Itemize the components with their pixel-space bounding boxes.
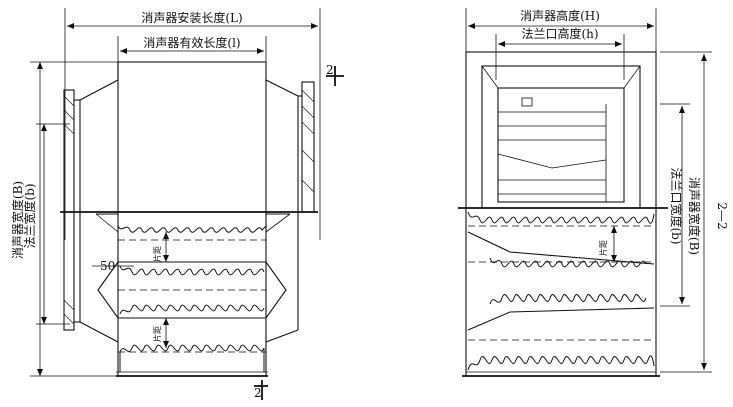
left-flange — [63, 89, 75, 331]
dimension-label-flange-width: 法兰宽度(b) — [22, 183, 37, 248]
casing-outline — [465, 51, 657, 377]
flange-hatch — [301, 179, 315, 193]
baffle-taper — [95, 213, 119, 233]
baffle-top — [96, 213, 290, 233]
silencer-body-top — [117, 61, 267, 213]
dimension-label-flange-height: 法兰口高度(h) — [521, 26, 598, 41]
baffle-bottom — [467, 355, 655, 371]
flange-hatch — [63, 109, 75, 121]
baffle-bottom — [119, 344, 265, 372]
dimension-label-flange-width-b: 法兰口宽度(b) — [669, 167, 684, 244]
flange-hatch — [301, 105, 315, 119]
baffle-foam-upper — [489, 257, 647, 268]
frame-detail — [521, 97, 533, 107]
flange-hatch — [63, 95, 75, 107]
right-flange — [301, 81, 315, 213]
left-view: 消声器安装长度(L) 消声器有效长度(l) 消声器宽度(B) 法兰宽度(b) — [10, 8, 344, 400]
gap-label-top: 片距 — [152, 246, 162, 262]
baffle-foam-lower — [489, 294, 647, 305]
flange-hatch — [63, 299, 75, 311]
section-mark-bottom: 2 — [254, 386, 262, 400]
flange-hatch — [63, 313, 75, 325]
baffle-taper — [467, 307, 655, 331]
right-transition — [265, 79, 299, 343]
baffle-taper — [467, 231, 655, 265]
flange-hatch — [63, 123, 75, 135]
flange-hatch — [301, 149, 315, 163]
frame-corner — [623, 65, 641, 89]
dimension-label-width-B: 消声器宽度(B) — [687, 177, 702, 255]
baffle-top — [467, 211, 655, 224]
gap-label-bottom: 片距 — [152, 326, 162, 342]
frame-corner — [481, 65, 499, 89]
section-label: 2—2 — [715, 202, 729, 229]
baffle-foam-lower — [119, 304, 265, 315]
thickness-value: 50 — [100, 259, 115, 273]
flange-frame-outer — [481, 65, 641, 209]
baffle-foam-upper — [119, 265, 265, 276]
baffle-taper — [265, 213, 291, 233]
louver-line — [497, 153, 607, 169]
flange-hatch — [301, 121, 315, 135]
flange-hatch — [301, 89, 315, 103]
dimension-label-install-length: 消声器安装长度(L) — [141, 10, 242, 25]
section-mark-top: 2 — [326, 63, 334, 77]
flange-frame-inner — [497, 87, 625, 203]
left-transition — [79, 62, 119, 343]
right-view: 消声器高度(H) 法兰口高度(h) — [458, 8, 729, 377]
dimension-label-width-B: 消声器宽度(B) — [10, 181, 25, 259]
dimension-label-height-H: 消声器高度(H) — [520, 8, 600, 23]
baffle-middle — [97, 261, 287, 319]
gap-label: 片距 — [598, 240, 608, 256]
dimension-label-effective-length: 消声器有效长度(l) — [143, 35, 240, 50]
silencer-casing-lower — [117, 212, 267, 377]
